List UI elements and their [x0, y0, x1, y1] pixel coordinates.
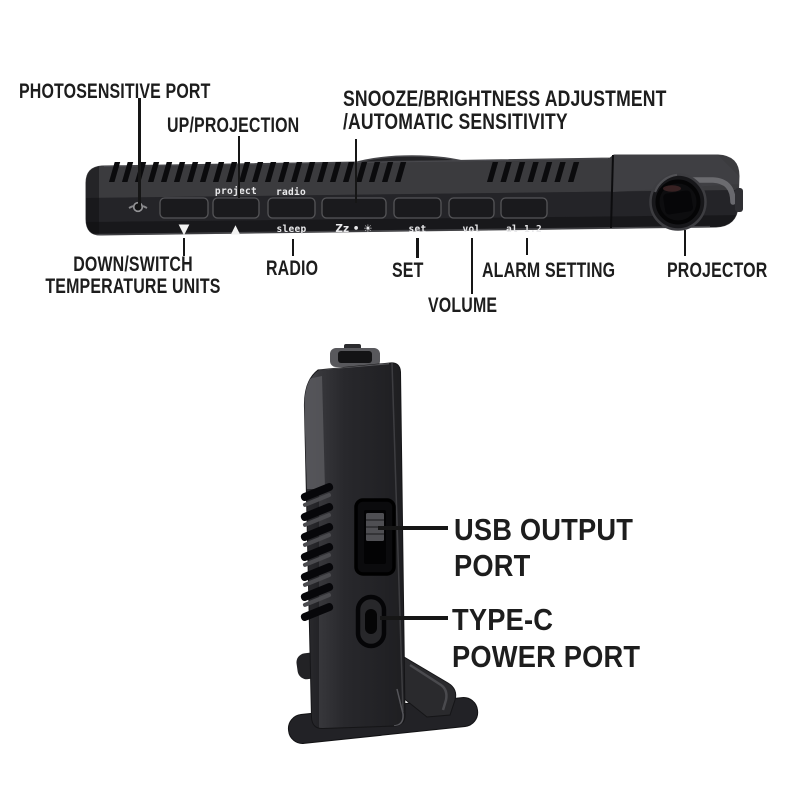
set-print: set — [408, 224, 426, 235]
label-alarm-setting: ALARM SETTING — [482, 259, 616, 282]
stand-front-arm — [396, 653, 457, 718]
callout-line-photosensitive — [138, 98, 141, 207]
down-button — [159, 197, 209, 219]
type-c-port — [355, 594, 387, 649]
label-down-line2: TEMPERATURE UNITS — [45, 275, 221, 298]
callout-line-up-projection — [237, 136, 240, 198]
label-set: SET — [392, 259, 424, 282]
clock-side-view-image — [287, 344, 479, 744]
label-photosensitive-port: PHOTOSENSITIVE PORT — [19, 80, 211, 103]
callout-line-alarm — [525, 238, 528, 255]
alarm-button — [500, 197, 548, 219]
housing-side-clip — [735, 188, 743, 212]
callout-line-usb — [378, 526, 448, 530]
label-snooze-line1: SNOOZE/BRIGHTNESS ADJUSTMENT — [343, 86, 667, 111]
snooze-print: Zz • ☀ — [335, 223, 372, 235]
side-vent-slots — [300, 482, 334, 622]
callout-line-projector — [683, 230, 686, 256]
label-usb-output-port: USB OUTPUT PORT — [454, 512, 633, 584]
callout-line-snooze — [354, 139, 357, 203]
callout-line-set — [416, 238, 419, 258]
snooze-button — [321, 197, 387, 219]
label-up-projection: UP/PROJECTION — [167, 114, 300, 137]
callout-line-radio — [291, 239, 294, 256]
vol-print: vol — [462, 224, 480, 235]
set-button — [393, 197, 442, 219]
callout-line-down — [182, 238, 185, 256]
down-arrow-icon: ▼ — [179, 222, 190, 238]
usb-a-port — [354, 498, 396, 576]
vent-slots-left — [108, 162, 407, 182]
radio-print: radio — [276, 187, 306, 198]
label-down-switch-units: DOWN/SWITCH TEMPERATURE UNITS — [34, 254, 232, 298]
radio-sleep-button — [267, 197, 316, 219]
label-volume: VOLUME — [428, 294, 498, 317]
up-projection-button — [212, 197, 260, 219]
clock-top-view-image: project radio sleep set vol al 1.2 ▼ ▲ Z… — [85, 154, 743, 238]
vol-button — [448, 197, 495, 219]
sleep-print: sleep — [276, 224, 306, 235]
stand-arm-edge — [409, 663, 448, 711]
vent-slots-right — [486, 162, 580, 182]
label-snooze-line2: /AUTOMATIC SENSITIVITY — [343, 109, 568, 134]
label-typec-line1: TYPE-C — [452, 602, 554, 637]
label-snooze-brightness: SNOOZE/BRIGHTNESS ADJUSTMENT /AUTOMATIC … — [343, 87, 667, 133]
callout-line-typec — [380, 616, 448, 620]
label-usb-line2: PORT — [454, 548, 531, 583]
callout-line-volume — [470, 238, 473, 294]
label-radio: RADIO — [266, 257, 319, 280]
side-top-tab — [330, 344, 380, 367]
label-usb-line1: USB OUTPUT — [454, 512, 634, 547]
projector-lens — [649, 173, 707, 231]
up-arrow-icon: ▲ — [231, 222, 241, 236]
alarm-print: al 1.2 — [506, 224, 542, 235]
label-projector: PROJECTOR — [667, 259, 768, 282]
housing-corner-highlight — [677, 177, 736, 205]
label-typec-power-port: TYPE-C POWER PORT — [452, 601, 640, 675]
label-typec-line2: POWER PORT — [452, 639, 641, 674]
label-down-line1: DOWN/SWITCH — [73, 253, 193, 276]
project-print: project — [215, 186, 257, 197]
housing-seam — [610, 154, 614, 229]
